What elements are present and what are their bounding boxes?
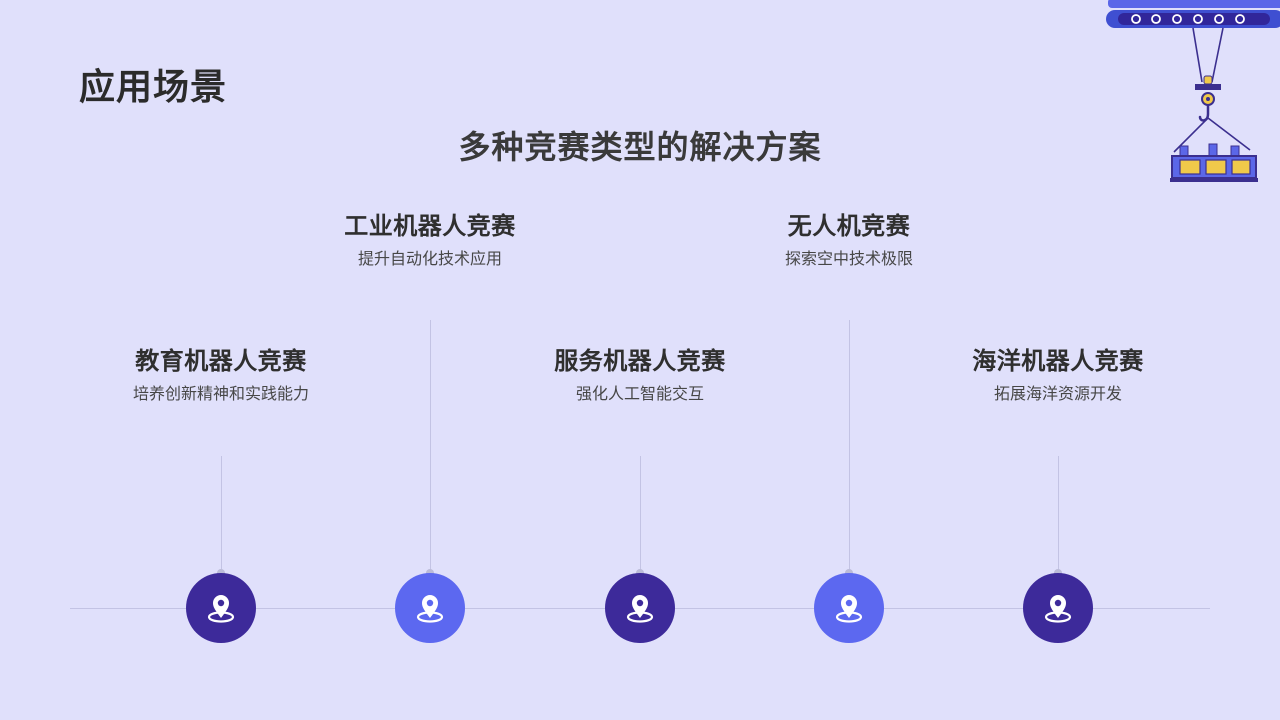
item-description: 强化人工智能交互: [575, 384, 704, 403]
page-subtitle: 多种竞赛类型的解决方案: [458, 128, 822, 166]
timeline-label: 海洋机器人竞赛拓展海洋资源开发: [928, 346, 1188, 404]
page-title: 应用场景: [79, 67, 228, 108]
item-description: 拓展海洋资源开发: [993, 384, 1122, 403]
timeline-label: 教育机器人竞赛培养创新精神和实践能力: [91, 346, 351, 404]
timeline-node: [186, 573, 256, 643]
timeline-connector: [430, 320, 431, 573]
item-title: 海洋机器人竞赛: [972, 347, 1144, 375]
timeline-connector: [640, 456, 641, 573]
timeline-node: [395, 573, 465, 643]
timeline-node: [605, 573, 675, 643]
timeline-node: [814, 573, 884, 643]
location-pin-icon: [416, 595, 444, 623]
timeline-label: 无人机竞赛探索空中技术极限: [719, 211, 979, 269]
timeline-connector: [221, 456, 222, 573]
item-description: 培养创新精神和实践能力: [132, 384, 309, 403]
timeline-connector: [1058, 456, 1059, 573]
item-title: 服务机器人竞赛: [554, 347, 726, 375]
location-pin-icon: [626, 595, 654, 623]
item-title: 教育机器人竞赛: [135, 347, 307, 375]
timeline-node: [1023, 573, 1093, 643]
item-description: 探索空中技术极限: [784, 249, 913, 268]
location-pin-icon: [835, 595, 863, 623]
item-title: 无人机竞赛: [787, 212, 911, 240]
location-pin-icon: [207, 595, 235, 623]
item-title: 工业机器人竞赛: [344, 212, 516, 240]
timeline-label: 工业机器人竞赛提升自动化技术应用: [300, 211, 560, 269]
crane-illustration: [1106, 0, 1280, 182]
location-pin-icon: [1044, 595, 1072, 623]
timeline-connector: [849, 320, 850, 573]
timeline-label: 服务机器人竞赛强化人工智能交互: [510, 346, 770, 404]
item-description: 提升自动化技术应用: [357, 249, 502, 268]
